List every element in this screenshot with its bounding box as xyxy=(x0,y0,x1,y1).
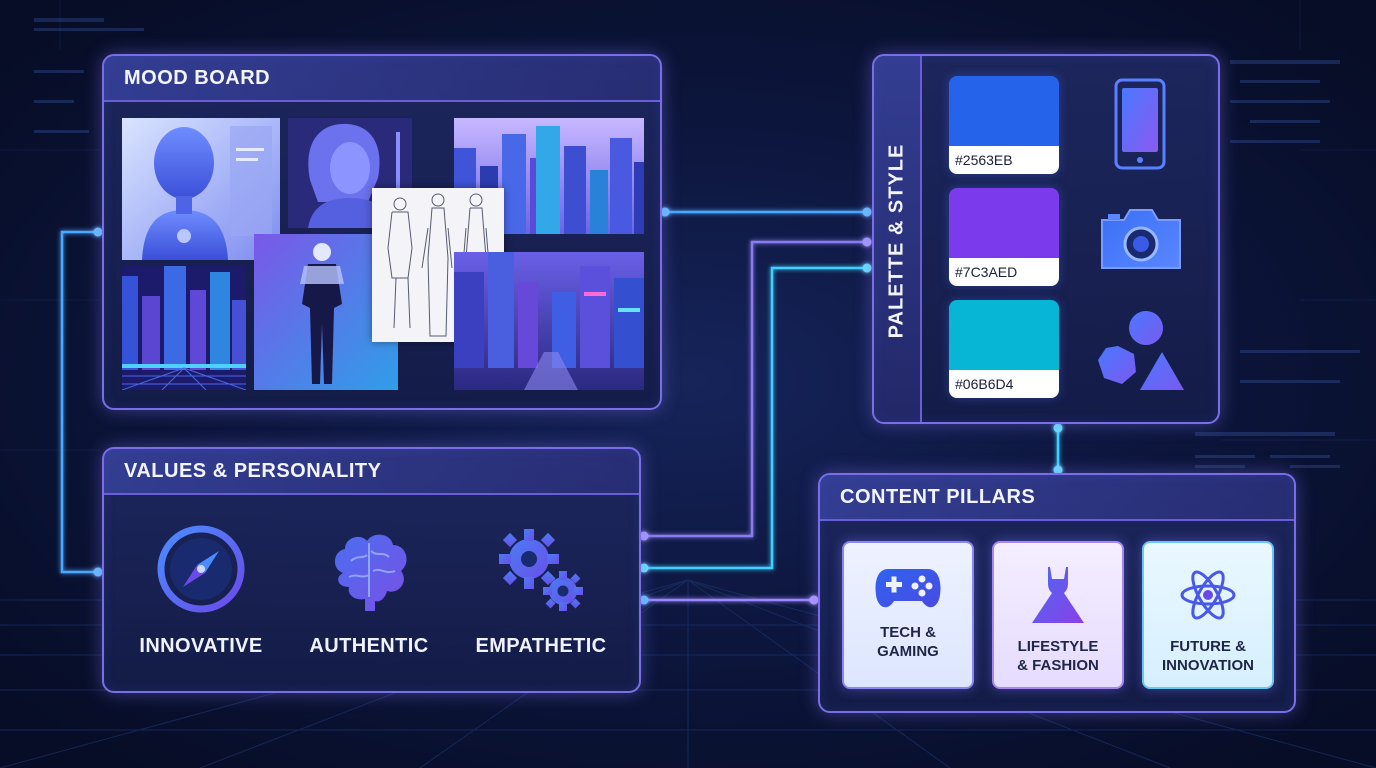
swatch-color xyxy=(949,188,1059,258)
dress-icon xyxy=(1032,567,1084,623)
palette-style-header: PALETTE & STYLE xyxy=(874,56,922,422)
value-label: INNOVATIVE xyxy=(139,635,263,657)
avatar-portrait-image xyxy=(288,118,412,228)
swatch-color xyxy=(949,300,1059,370)
value-empathetic: EMPATHETIC xyxy=(456,521,626,658)
pillar-label: FUTURE & INNOVATION xyxy=(1162,638,1254,674)
swatch-blue[interactable]: #2563EB xyxy=(949,76,1059,174)
pillar-label: LIFESTYLE & FASHION xyxy=(1017,638,1099,674)
brain-icon xyxy=(334,534,407,611)
connector-mood-to-values xyxy=(60,230,102,574)
connector-values-to-palette-2 xyxy=(641,266,870,570)
value-innovative: INNOVATIVE xyxy=(116,521,286,658)
pillar-lifestyle-fashion[interactable]: LIFESTYLE & FASHION xyxy=(992,541,1124,689)
smartphone-icon xyxy=(1112,78,1168,177)
content-pillars-title: CONTENT PILLARS xyxy=(820,475,1294,521)
connector-values-to-palette-1 xyxy=(641,240,870,538)
mood-board-title: MOOD BOARD xyxy=(104,56,660,102)
value-authentic: AUTHENTIC xyxy=(284,521,454,658)
gears-icon xyxy=(499,529,583,611)
swatch-hex: #2563EB xyxy=(949,146,1059,174)
swatch-hex: #7C3AED xyxy=(949,258,1059,286)
values-personality-title: VALUES & PERSONALITY xyxy=(104,449,639,495)
gamepad-icon xyxy=(875,569,941,608)
pillar-tech-gaming[interactable]: TECH & GAMING xyxy=(842,541,974,689)
value-label: AUTHENTIC xyxy=(309,635,429,657)
city-skyline-image xyxy=(454,118,644,234)
pillar-label: TECH & GAMING xyxy=(877,624,939,660)
palette-style-title: PALETTE & STYLE xyxy=(885,143,908,339)
swatch-cyan[interactable]: #06B6D4 xyxy=(949,300,1059,398)
palette-style-panel: PALETTE & STYLE #2563EB #7C3AED #06B6D4 xyxy=(872,54,1220,424)
swatch-color xyxy=(949,76,1059,146)
mood-board-panel: MOOD BOARD xyxy=(102,54,662,410)
values-personality-panel: VALUES & PERSONALITY INNOVATIVE xyxy=(102,447,641,693)
atom-icon xyxy=(1180,570,1236,620)
compass-icon xyxy=(157,525,245,613)
content-pillars-panel: CONTENT PILLARS TECH & GAMING xyxy=(818,473,1296,713)
swatch-violet[interactable]: #7C3AED xyxy=(949,188,1059,286)
camera-icon xyxy=(1096,204,1186,279)
robot-portrait-image xyxy=(122,118,280,260)
pillar-future-innovation[interactable]: FUTURE & INNOVATION xyxy=(1142,541,1274,689)
value-label: EMPATHETIC xyxy=(475,635,607,657)
neon-street-image xyxy=(454,252,644,390)
neon-city-image xyxy=(122,266,246,390)
swatch-hex: #06B6D4 xyxy=(949,370,1059,398)
shapes-icon xyxy=(1094,308,1188,399)
